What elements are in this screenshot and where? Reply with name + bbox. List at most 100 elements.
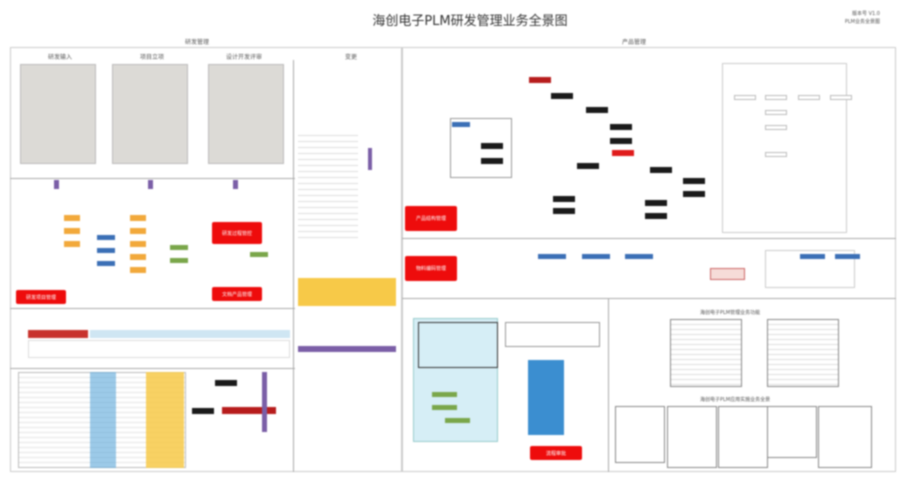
diagram-shape: [553, 208, 575, 214]
diagram-shape: [800, 254, 825, 259]
product-panel: [402, 47, 896, 472]
scanned-document: [208, 64, 284, 164]
section-right-title: 产品管理: [622, 39, 647, 46]
col-header: 研发输入: [48, 54, 73, 61]
diagram-shape: [765, 125, 787, 130]
diagram-shape: [402, 298, 896, 299]
diagram-shape: [97, 248, 115, 253]
diagram-shape: [610, 138, 632, 144]
diagram-shape: [538, 254, 566, 259]
diagram-shape: [608, 298, 609, 472]
diagram-shape: [130, 228, 146, 234]
diagram-shape: [432, 405, 457, 410]
diagram-shape: [734, 95, 756, 100]
diagram-shape: [683, 178, 705, 184]
diagram-shape: [612, 150, 634, 156]
diagram-shape: [10, 368, 295, 369]
diagram-shape: [64, 228, 80, 234]
diagram-shape: [505, 322, 600, 347]
diagram-shape: [432, 392, 457, 397]
diagram-shape: [170, 258, 188, 263]
diagram-shape: [528, 360, 564, 435]
diagram-shape: [10, 308, 295, 309]
diagram-shape: [798, 95, 820, 100]
diagram-shape: [293, 60, 294, 472]
diagram-shape: [767, 319, 839, 387]
diagram-shape: [765, 95, 787, 100]
diagram-shape: [130, 267, 146, 273]
diagram-shape: [551, 93, 573, 99]
arrow-icon: [233, 180, 238, 189]
diagram-shape: [765, 110, 787, 115]
arrow-icon: [54, 180, 59, 189]
label-box: 物料编码管理: [405, 256, 457, 281]
diagram-shape: [645, 213, 667, 219]
diagram-shape: [765, 152, 787, 157]
diagram-shape: [683, 191, 705, 197]
meta-info: 版本号 V1.0 PLM业务全景图: [845, 10, 880, 26]
diagram-shape: [130, 241, 146, 247]
diagram-shape: [452, 122, 470, 127]
diagram-shape: [577, 163, 599, 169]
diagram-shape: [818, 406, 872, 468]
diagram-shape: [250, 252, 268, 257]
diagram-shape: [767, 406, 817, 458]
diagram-shape: [445, 418, 470, 423]
diagram-shape: [722, 63, 847, 233]
diagram-shape: [615, 406, 665, 463]
diagram-shape: [610, 124, 632, 130]
note-bar: [298, 346, 396, 352]
diagram-shape: [450, 118, 512, 178]
diagram-shape: [170, 245, 188, 250]
col-header: 项目立项: [140, 54, 165, 61]
table-header: [90, 330, 290, 338]
rd-panel: [10, 47, 402, 472]
function-title: 海创电子PLM管理业务功能: [700, 310, 761, 316]
diagram-shape: [97, 235, 115, 240]
diagram-shape: [553, 196, 575, 202]
label-box: 文档产品管理: [212, 287, 262, 301]
diagram-shape: [718, 406, 768, 468]
diagram-shape: [830, 95, 852, 100]
table-header: [28, 330, 88, 338]
diagram-shape: [97, 261, 115, 266]
diagram-shape: [298, 130, 358, 240]
table: [28, 340, 290, 358]
diagram-shape: [481, 158, 503, 164]
note-box: [298, 278, 396, 306]
section-left-title: 研发管理: [185, 39, 210, 46]
diagram-shape: [192, 408, 214, 414]
diagram-shape: [586, 107, 608, 113]
meta-line2: PLM业务全景图: [844, 19, 880, 25]
label-box: 研发项目管理: [16, 290, 66, 304]
diagram-shape: [582, 254, 610, 259]
diagram-shape: [670, 319, 742, 387]
diagram-shape: [650, 167, 672, 173]
diagram-shape: [418, 322, 498, 368]
diagram-shape: [64, 215, 80, 221]
label-box: 研发过程管控: [212, 222, 262, 244]
diagram-shape: [710, 268, 745, 280]
diagram-shape: [835, 254, 860, 259]
scanned-document: [112, 64, 188, 164]
label-box: 流程审批: [530, 446, 582, 460]
meta-line1: 版本号 V1.0: [852, 11, 880, 17]
diagram-shape: [262, 372, 267, 432]
diagram-shape: [130, 254, 146, 260]
col-header: 设计开发评审: [226, 54, 263, 61]
diagram-shape: [146, 372, 184, 468]
diagram-shape: [90, 372, 116, 468]
diagram-shape: [368, 148, 372, 170]
arrow-icon: [148, 180, 153, 189]
diagram-shape: [130, 215, 146, 221]
diagram-shape: [645, 200, 667, 206]
diagram-shape: [64, 241, 80, 247]
diagram-shape: [222, 407, 276, 414]
diagram-shape: [529, 77, 551, 83]
diagram-shape: [667, 406, 717, 468]
diagram-shape: [10, 178, 295, 179]
diagram-shape: [481, 143, 503, 149]
implementation-title: 海创电子PLM应用实施业务全景: [700, 397, 771, 403]
diagram-title: 海创电子PLM研发管理业务全景图: [372, 14, 568, 29]
